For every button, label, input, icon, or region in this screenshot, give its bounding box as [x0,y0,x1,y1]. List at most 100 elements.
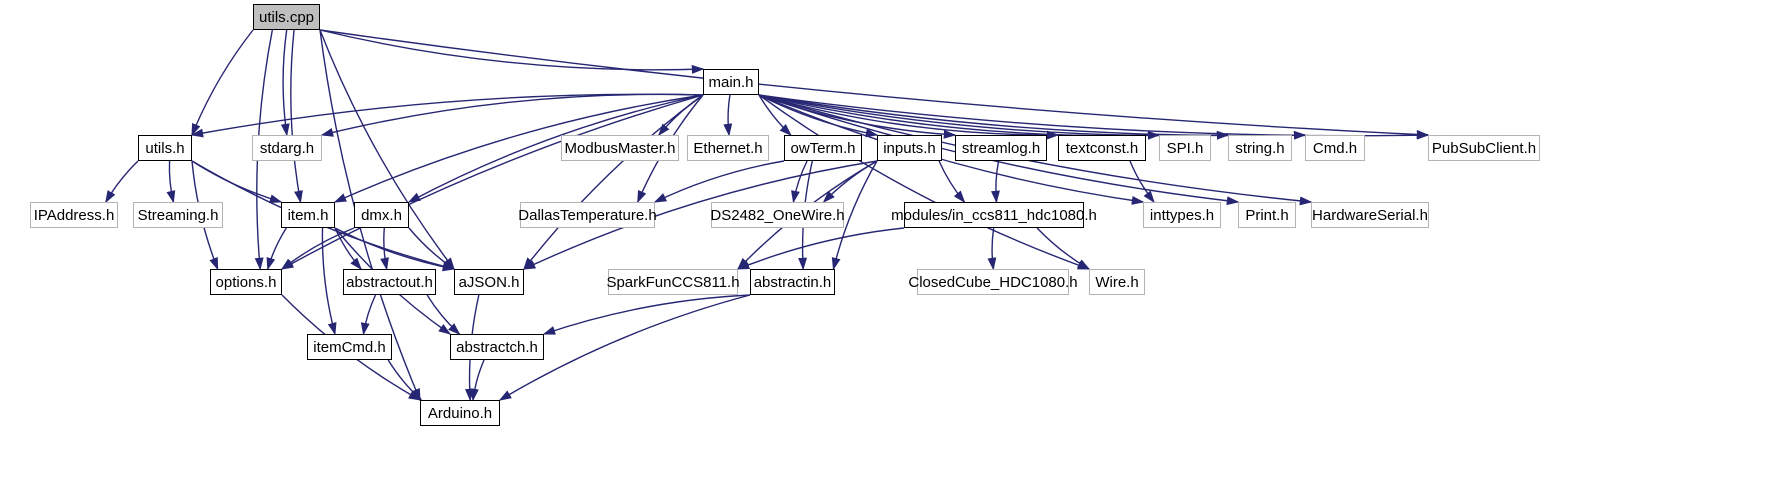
graph-node-label: modules/in_ccs811_hdc1080.h [891,206,1097,224]
graph-node-label: DallasTemperature.h [518,206,657,224]
graph-node-label: stdarg.h [259,139,315,157]
edge-abstractout-h-to-abstractch-h [426,294,461,335]
graph-node-pubsubclient-h[interactable]: PubSubClient.h [1428,135,1540,161]
graph-node-label: SPI.h [1166,139,1204,157]
graph-node-label: utils.h [145,139,185,157]
edge-utils-cpp-to-ajson-h [319,29,455,271]
graph-node-label: utils.cpp [258,8,315,26]
edge-main-h-to-hardwareserial-h [758,94,1313,206]
graph-node-label: Wire.h [1095,273,1139,291]
graph-node-label: SparkFunCCS811.h [606,273,740,291]
edge-main-h-to-inttypes-h [758,94,1145,205]
edge-inputs-h-to-ajson-h [522,160,878,270]
edge-abstractin-h-to-abstractch-h [542,294,751,335]
graph-node-label: abstractin.h [753,273,832,291]
graph-node-label: inputs.h [883,139,936,157]
graph-node-stdarg-h[interactable]: stdarg.h [252,135,322,161]
edge-utils-h-to-ipaddress-h [105,160,139,204]
graph-node-sparkfunccs811-h[interactable]: SparkFunCCS811.h [606,269,740,295]
graph-node-label: Ethernet.h [693,139,763,157]
graph-node-streamlog-h[interactable]: streamlog.h [955,135,1047,161]
edge-utils-h-to-streaming-h [166,160,176,204]
graph-node-abstractch-h[interactable]: abstractch.h [450,334,544,360]
edge-main-h-to-inputs-h [758,94,879,138]
edge-abstractin-h-to-arduino-h [498,294,751,401]
graph-node-label: HardwareSerial.h [1312,206,1428,224]
graph-node-label: PubSubClient.h [1431,139,1537,157]
graph-node-abstractout-h[interactable]: abstractout.h [343,269,436,295]
edge-main-h-to-textconst-h [758,94,1060,140]
edge-main-h-to-wire-h [758,94,1091,270]
edge-utils-cpp-to-stdarg-h [280,29,290,137]
graph-node-owterm-h[interactable]: owTerm.h [784,135,862,161]
graph-node-string-h[interactable]: string.h [1228,135,1292,161]
edge-utils-cpp-to-pubsubclient-h [319,29,1430,139]
graph-node-inputs-h[interactable]: inputs.h [877,135,942,161]
edge-abstractch-h-to-arduino-h [469,359,485,402]
edge-utils-cpp-to-utils-h [191,29,254,137]
graph-node-item-h[interactable]: item.h [281,202,335,228]
graph-node-label: options.h [215,273,277,291]
edge-utils-cpp-to-main-h [319,29,705,74]
edge-utils-cpp-to-item-h [290,29,303,204]
graph-node-arduino-h[interactable]: Arduino.h [420,400,500,426]
edge-streamlog-h-to-modules-ccs811 [991,160,1000,204]
graph-node-cmd-h[interactable]: Cmd.h [1305,135,1365,161]
graph-node-print-h[interactable]: Print.h [1238,202,1296,228]
graph-node-label: main.h [708,73,754,91]
graph-node-ajson-h[interactable]: aJSON.h [454,269,524,295]
graph-node-streaming-h[interactable]: Streaming.h [133,202,223,228]
graph-node-modbusmaster-h[interactable]: ModbusMaster.h [561,135,679,161]
edge-main-h-to-ajson-h [523,94,704,271]
graph-node-hardwareserial-h[interactable]: HardwareSerial.h [1311,202,1429,228]
graph-node-label: streamlog.h [961,139,1041,157]
edge-dmx-h-to-options-h [280,227,355,270]
graph-node-label: DS2482_OneWire.h [710,206,845,224]
graph-node-label: Streaming.h [137,206,219,224]
edge-modules-ccs811-to-wire-h [1036,227,1091,270]
graph-node-label: Arduino.h [427,404,493,422]
edge-item-h-to-abstractout-h [334,227,362,271]
graph-node-wire-h[interactable]: Wire.h [1089,269,1145,295]
graph-node-utils-cpp[interactable]: utils.cpp [253,4,320,30]
edge-main-h-to-dmx-h [407,94,704,203]
graph-node-label: Print.h [1245,206,1289,224]
graph-node-main-h[interactable]: main.h [703,69,759,95]
graph-node-textconst-h[interactable]: textconst.h [1058,135,1146,161]
edge-dmx-h-to-abstractout-h [380,227,389,271]
graph-node-ethernet-h[interactable]: Ethernet.h [687,135,769,161]
graph-node-inttypes-h[interactable]: inttypes.h [1143,202,1221,228]
graph-node-modules-ccs811[interactable]: modules/in_ccs811_hdc1080.h [891,202,1097,228]
edge-item-h-to-itemcmd-h [321,227,337,336]
edge-main-h-to-ethernet-h [723,94,733,137]
graph-node-label: owTerm.h [790,139,856,157]
graph-node-label: itemCmd.h [313,338,386,356]
edge-main-h-to-owterm-h [758,94,792,136]
edge-main-h-to-stdarg-h [320,93,704,137]
edge-modules-ccs811-to-closedcube-hdc1080-h [987,227,997,271]
graph-node-closedcube-hdc1080-h[interactable]: ClosedCube_HDC1080.h [908,269,1078,295]
graph-node-options-h[interactable]: options.h [210,269,282,295]
edge-inputs-h-to-modules-ccs811 [938,160,966,204]
graph-node-label: string.h [1235,139,1285,157]
graph-node-label: abstractch.h [456,338,538,356]
graph-node-dmx-h[interactable]: dmx.h [354,202,409,228]
graph-node-ds2482-onewire-h[interactable]: DS2482_OneWire.h [710,202,845,228]
graph-node-label: dmx.h [361,206,402,224]
graph-node-spi-h[interactable]: SPI.h [1159,135,1211,161]
graph-node-dallastemperature-h[interactable]: DallasTemperature.h [518,202,657,228]
edge-textconst-h-to-inttypes-h [1129,160,1155,204]
edge-dmx-h-to-ajson-h [408,227,456,270]
edge-owterm-h-to-dallastemperature-h [653,160,785,203]
graph-node-utils-h[interactable]: utils.h [138,135,192,161]
edge-owterm-h-to-ds2482-onewire-h [791,160,808,204]
graph-node-ipaddress-h[interactable]: IPAddress.h [30,202,118,228]
graph-node-itemcmd-h[interactable]: itemCmd.h [307,334,392,360]
edge-item-h-to-options-h [266,227,287,271]
graph-node-label: aJSON.h [458,273,520,291]
graph-node-abstractin-h[interactable]: abstractin.h [750,269,835,295]
edge-main-h-to-cmd-h [758,94,1307,140]
graph-node-label: textconst.h [1065,139,1139,157]
